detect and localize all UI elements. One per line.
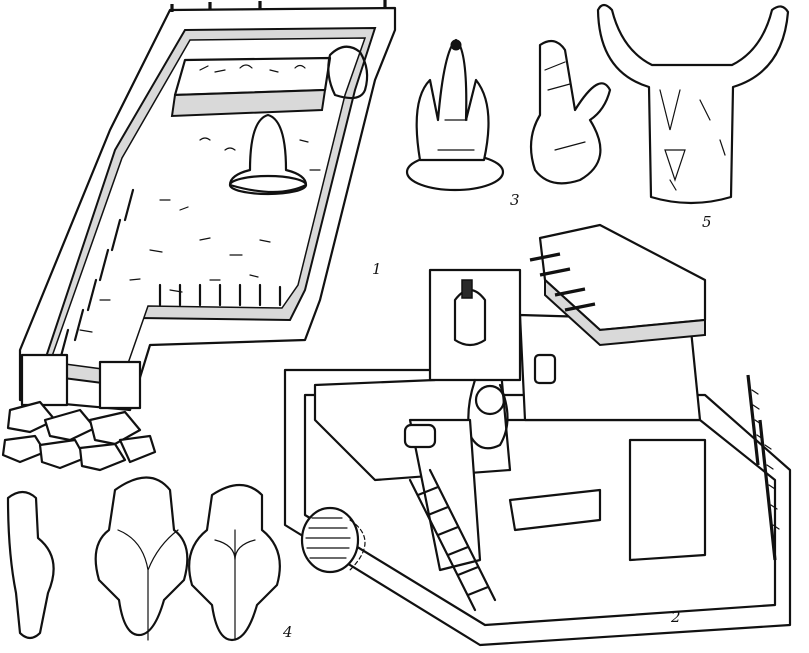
bull-head-drawing <box>596 3 790 205</box>
house-model-drawing <box>1 0 397 472</box>
figure-label-1: 1 <box>372 260 382 278</box>
torso-figurines-drawing <box>6 476 281 642</box>
shrine-reconstruction-drawing <box>283 223 792 647</box>
figure-label-3: 3 <box>510 191 520 209</box>
figure-label-4: 4 <box>283 623 293 641</box>
figure-label-5: 5 <box>702 213 712 231</box>
small-figurines-drawing <box>405 38 612 192</box>
figure-label-2: 2 <box>671 608 681 626</box>
